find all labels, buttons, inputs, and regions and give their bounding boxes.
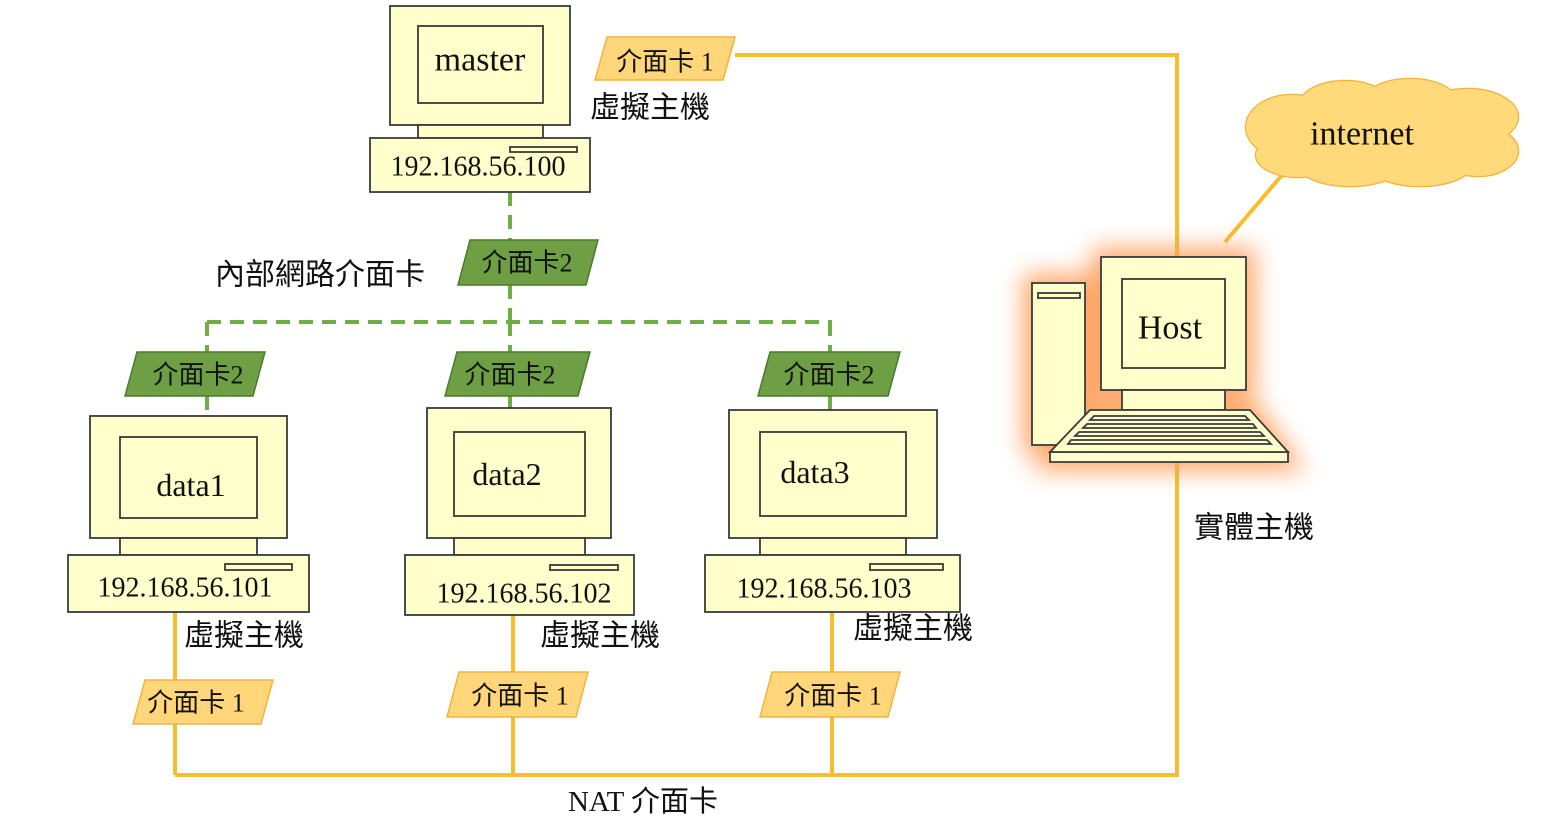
master-computer-icon xyxy=(369,5,591,193)
master-nic1: 介面卡 1 xyxy=(594,36,736,81)
data2-role-label: 虛擬主機 xyxy=(540,620,660,653)
master-node: master 192.168.56.100 虛擬主機 介面卡 1 介面卡2 xyxy=(369,5,736,286)
data1-nic2-label: 介面卡2 xyxy=(152,361,243,390)
data1-nic2: 介面卡2 xyxy=(124,351,266,397)
data2-computer-icon xyxy=(404,407,635,616)
host-monitor-stand xyxy=(1121,389,1226,411)
internet-cloud-icon: internet xyxy=(1244,77,1520,188)
host-name: Host xyxy=(1138,310,1203,347)
master-nic2-label: 介面卡2 xyxy=(481,249,572,278)
data3-ip: 192.168.56.103 xyxy=(737,574,912,605)
data3-name: data3 xyxy=(780,454,849,490)
data2-nic1: 介面卡 1 xyxy=(446,671,589,718)
master-nat-link xyxy=(735,53,1179,775)
host-screen xyxy=(1121,278,1226,369)
master-nic2: 介面卡2 xyxy=(457,239,599,286)
data3-node: 介面卡2 data3 192.168.56.103 虛擬主機 介面卡 1 xyxy=(704,351,973,718)
host-keyboard-icon xyxy=(1047,409,1291,463)
master-role-label: 虛擬主機 xyxy=(590,92,710,125)
host-tower xyxy=(1031,282,1086,446)
data2-nic2-label: 介面卡2 xyxy=(464,361,555,390)
data1-computer-icon xyxy=(67,415,310,613)
data2-name: data2 xyxy=(472,456,541,492)
host-computer-icon: Host xyxy=(1023,248,1306,471)
internal-network-label: 內部網路介面卡 xyxy=(215,259,425,292)
host-tower-slot xyxy=(1037,292,1081,299)
data3-nic2-label: 介面卡2 xyxy=(783,361,874,390)
host-internet-link xyxy=(1223,166,1290,244)
host-role-label: 實體主機 xyxy=(1194,512,1314,545)
data1-name: data1 xyxy=(156,467,225,503)
data2-ip: 192.168.56.102 xyxy=(437,579,612,610)
data3-role-label: 虛擬主機 xyxy=(853,613,973,646)
master-nic1-label: 介面卡 1 xyxy=(616,48,714,77)
data2-nic1-label: 介面卡 1 xyxy=(471,682,569,711)
data3-nic1: 介面卡 1 xyxy=(759,671,901,718)
internal-network-lines xyxy=(205,192,832,416)
data1-nic1: 介面卡 1 xyxy=(132,679,274,725)
master-name: master xyxy=(435,42,526,79)
internet-label: internet xyxy=(1310,116,1414,153)
master-ip: 192.168.56.100 xyxy=(391,152,566,183)
nat-network-label: NAT 介面卡 xyxy=(568,785,718,818)
data3-nic1-label: 介面卡 1 xyxy=(784,682,882,711)
data1-node: 介面卡2 data1 192.168.56.101 虛擬主機 介面卡 1 xyxy=(67,351,310,725)
data1-ip: 192.168.56.101 xyxy=(98,573,273,604)
data2-nic2: 介面卡2 xyxy=(444,351,591,397)
data1-nic1-label: 介面卡 1 xyxy=(147,689,245,718)
data3-nic2: 介面卡2 xyxy=(757,351,901,397)
data1-role-label: 虛擬主機 xyxy=(184,620,304,653)
data2-node: 介面卡2 data2 192.168.56.102 虛擬主機 介面卡 1 xyxy=(404,351,660,718)
data3-computer-icon xyxy=(704,409,961,613)
